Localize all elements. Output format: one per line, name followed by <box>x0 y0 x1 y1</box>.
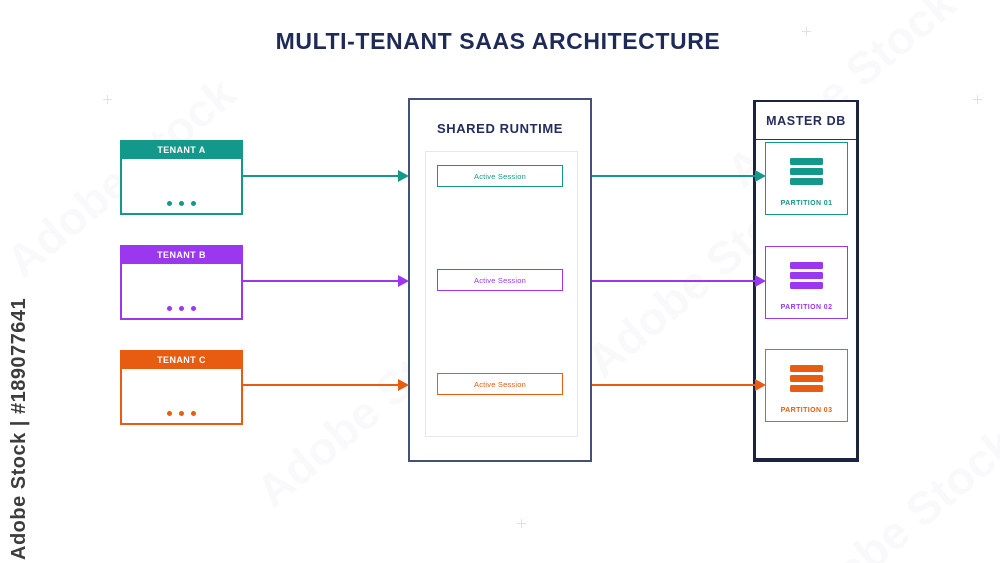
tenant-a-header: TENANT A <box>120 140 243 159</box>
partition-02-label: PARTITION 02 <box>780 304 833 311</box>
arrowhead-icon <box>398 379 409 391</box>
tenant-c-body <box>120 369 243 425</box>
plus-mark-icon <box>103 95 112 104</box>
tenant-b-header: TENANT B <box>120 245 243 264</box>
tenant-c-box: TENANT C <box>120 350 243 425</box>
arrow-runtime-to-partition-01 <box>592 170 766 182</box>
partition-03-label: PARTITION 03 <box>780 407 833 414</box>
tenant-b-body <box>120 264 243 320</box>
master-db-box: MASTER DB PARTITION 01 PARTITION 02 PART… <box>753 100 859 462</box>
arrow-runtime-to-partition-02 <box>592 275 766 287</box>
plus-mark-icon <box>517 519 526 528</box>
arrowhead-icon <box>398 275 409 287</box>
active-session-c: Active Session <box>437 373 563 395</box>
database-icon <box>766 262 847 289</box>
tenant-a-body <box>120 159 243 215</box>
ellipsis-icon <box>122 411 241 416</box>
arrowhead-icon <box>398 170 409 182</box>
ellipsis-icon <box>122 201 241 206</box>
adobe-stock-watermark: Adobe Stock | #189077641 <box>8 297 30 560</box>
page-title: MULTI-TENANT SAAS ARCHITECTURE <box>275 28 721 54</box>
tenant-b-box: TENANT B <box>120 245 243 320</box>
tenant-c-header: TENANT C <box>120 350 243 369</box>
tenant-a-box: TENANT A <box>120 140 243 215</box>
active-session-b: Active Session <box>437 269 563 291</box>
arrow-runtime-to-partition-03 <box>592 379 766 391</box>
database-icon <box>766 365 847 392</box>
shared-runtime-title: SHARED RUNTIME <box>436 121 564 136</box>
partition-01-label: PARTITION 01 <box>780 200 833 207</box>
ellipsis-icon <box>122 306 241 311</box>
plus-mark-icon <box>802 27 811 36</box>
database-icon <box>766 158 847 185</box>
partition-02-box: PARTITION 02 <box>765 246 848 319</box>
arrowhead-icon <box>755 170 766 182</box>
arrow-tenant-a-to-runtime <box>243 170 409 182</box>
arrow-tenant-c-to-runtime <box>243 379 409 391</box>
active-session-a: Active Session <box>437 165 563 187</box>
arrowhead-icon <box>755 275 766 287</box>
arrowhead-icon <box>755 379 766 391</box>
arrow-tenant-b-to-runtime <box>243 275 409 287</box>
partition-01-box: PARTITION 01 <box>765 142 848 215</box>
plus-mark-icon <box>973 95 982 104</box>
partition-03-box: PARTITION 03 <box>765 349 848 422</box>
master-db-title: MASTER DB <box>756 102 856 140</box>
